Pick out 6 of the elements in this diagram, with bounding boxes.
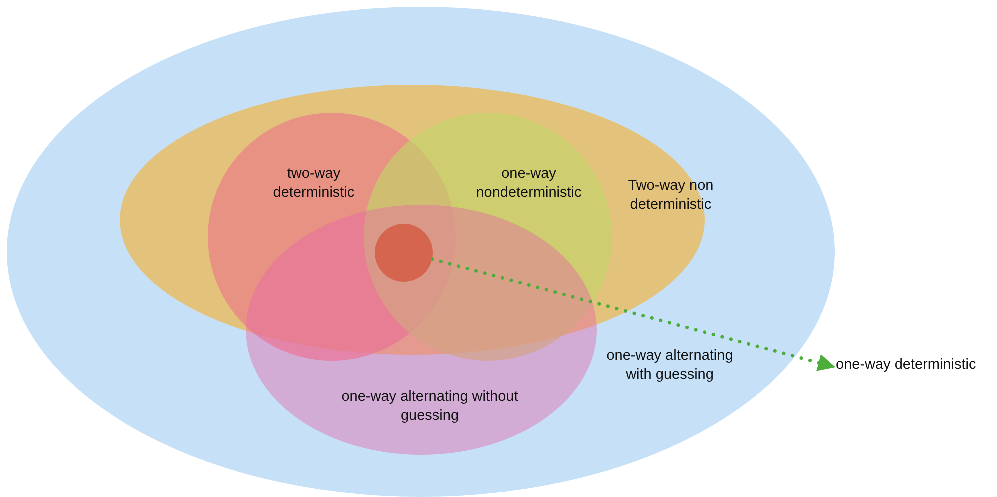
- leader-arrow: [430, 258, 836, 372]
- set-label: two-way deterministic: [272, 165, 356, 203]
- set-label: one-way alternating with guessing: [606, 347, 734, 385]
- set-label: one-way nondeterministic: [475, 165, 583, 203]
- set-label: one-way alternating without guessing: [340, 388, 520, 426]
- set-label: one-way deterministic: [836, 356, 978, 375]
